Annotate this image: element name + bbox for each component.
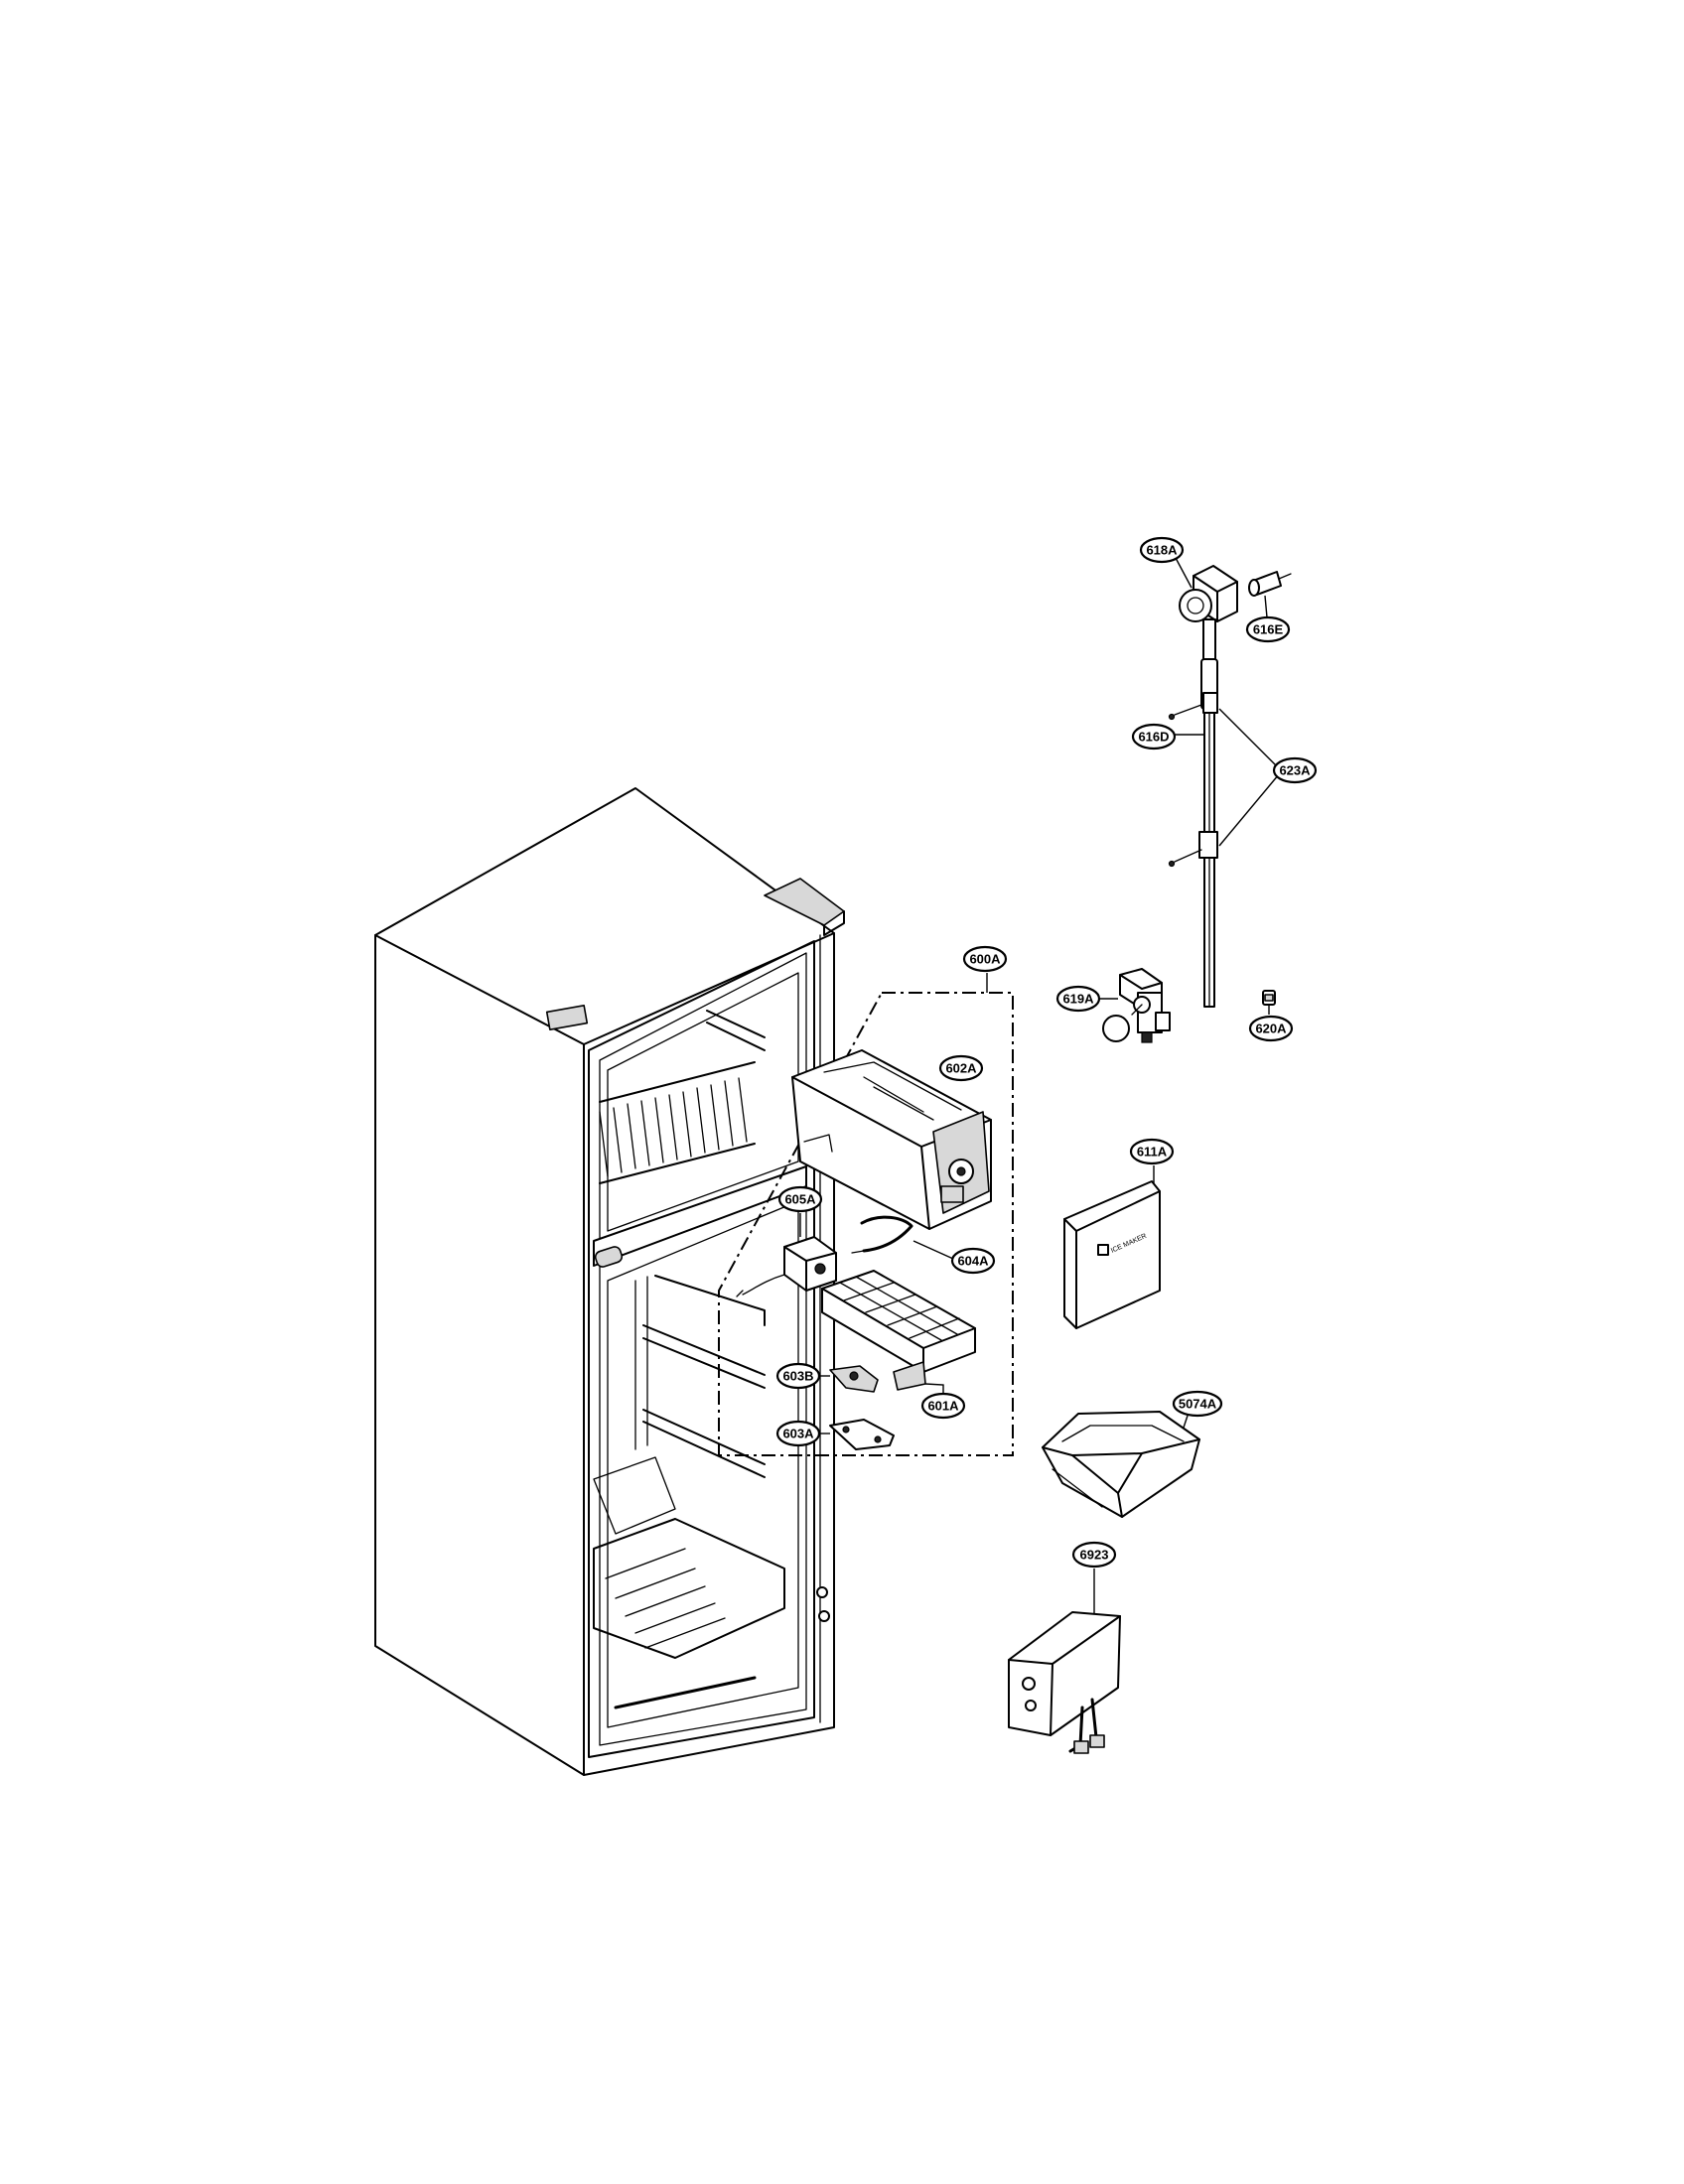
callout-616D-text: 616D (1138, 730, 1169, 745)
callout-5074A-text: 5074A (1179, 1397, 1217, 1412)
callout-616E-text: 616E (1253, 622, 1284, 637)
tube-clamp-icon (1168, 704, 1280, 868)
callout-603A-text: 603A (782, 1427, 814, 1441)
ice-tray-icon (821, 1270, 976, 1394)
small-fitting-icon (1262, 990, 1276, 1015)
callout-602A: 602A (938, 1054, 984, 1082)
callout-619A: 619A (1055, 985, 1101, 1013)
ice-maker-kit-boundary (718, 973, 1014, 1456)
callout-623A-text: 623A (1279, 763, 1311, 778)
callout-601A-text: 601A (927, 1399, 959, 1414)
ejector-bracket-icon (820, 1419, 895, 1450)
solenoid-valve-icon (1098, 968, 1171, 1043)
callout-5074A: 5074A (1172, 1390, 1223, 1418)
callout-620A: 620A (1248, 1015, 1294, 1042)
callout-601A: 601A (920, 1392, 966, 1420)
callout-616E: 616E (1245, 615, 1291, 643)
callout-620A-text: 620A (1255, 1022, 1287, 1036)
callout-605A-text: 605A (784, 1192, 816, 1207)
freezer-shelf (599, 1061, 756, 1184)
ice-bin-icon (1042, 1411, 1200, 1518)
callout-618A: 618A (1139, 536, 1185, 564)
refrigerator-cabinet-icon (374, 787, 845, 1776)
callout-603A: 603A (775, 1420, 821, 1447)
callout-604A-text: 604A (957, 1254, 989, 1269)
callout-611A-text: 611A (1137, 1145, 1168, 1160)
callout-623A: 623A (1272, 756, 1318, 784)
callout-604A: 604A (950, 1247, 996, 1275)
ice-bin-cover-icon: ICE MAKER (1063, 1165, 1161, 1329)
ice-maker-heater-icon (851, 1215, 954, 1260)
water-tube-icon (1174, 618, 1218, 1008)
callout-6923-text: 6923 (1080, 1548, 1109, 1563)
callout-600A: 600A (962, 945, 1008, 973)
callout-605A: 605A (777, 1185, 823, 1213)
tube-fitting-icon (1248, 571, 1292, 618)
callout-6923: 6923 (1071, 1541, 1117, 1569)
callout-618A-text: 618A (1146, 543, 1178, 558)
control-box-icon (1008, 1569, 1121, 1754)
callout-619A-text: 619A (1062, 992, 1094, 1007)
callout-603B: 603B (775, 1362, 821, 1390)
ejector-gear-icon (820, 1365, 879, 1393)
callout-616D: 616D (1131, 723, 1177, 751)
callout-603B-text: 603B (782, 1369, 813, 1384)
callout-600A-text: 600A (969, 952, 1001, 967)
ice-maker-assembly-icon (791, 1049, 992, 1230)
callout-602A-text: 602A (945, 1061, 977, 1076)
callout-611A: 611A (1129, 1138, 1175, 1165)
fill-tube-icon (736, 1213, 837, 1297)
water-valve-top-icon (1175, 557, 1238, 622)
